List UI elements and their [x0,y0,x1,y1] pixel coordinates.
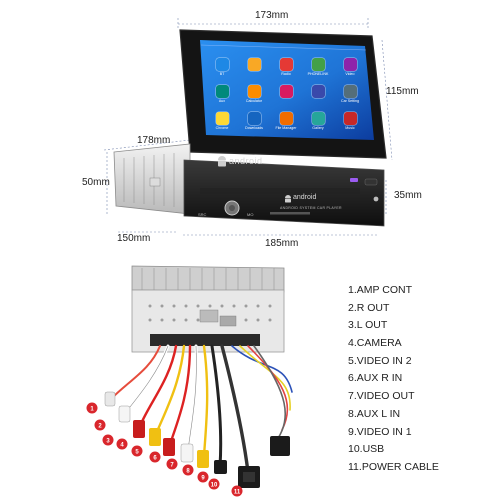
android-logo-icon [218,156,226,167]
marker-8 [182,464,194,476]
connection-markers: 1 2 3 4 5 6 7 8 9 10 11 [86,402,243,497]
marker-3 [102,434,114,446]
marker-9 [197,471,209,483]
app-label: Radio [281,72,291,76]
marker-10 [208,478,220,490]
marker-5 [131,445,143,457]
wiring-harness [111,344,293,474]
app-icon-tile[interactable]: BT [206,56,238,83]
app-icon-tile[interactable]: PHONELINK [302,56,334,83]
android-logo-small-icon [285,195,291,203]
marker-11 [231,485,243,497]
chassis [113,143,191,215]
app-icon-tile[interactable]: Gallery [302,110,334,137]
app-icon-tile[interactable]: Car Setting [334,83,366,110]
app-label: Chrome [215,126,229,130]
legend-item: 9.VIDEO IN 1 [348,425,412,438]
svg-text:7: 7 [170,462,174,468]
app-label: PHONELINK [307,72,329,76]
marker-2 [94,419,106,431]
app-icon-tile[interactable]: Calculator [238,83,270,110]
svg-text:6: 6 [153,455,157,461]
app-icon [343,58,357,71]
android-wordmark: android [229,156,263,166]
svg-text:1: 1 [90,406,94,412]
legend-item: 11.POWER CABLE [348,460,439,473]
button-label-mo: MO [247,212,254,217]
app-icon [279,112,293,125]
legend-item: 5.VIDEO IN 2 [348,354,412,367]
marker-4 [116,438,128,450]
app-icon-tile[interactable]: Downloads [238,110,270,137]
app-icon [247,58,261,71]
app-icon [247,85,261,98]
dim-front-width: 185mm [265,238,299,249]
app-icon-tile[interactable]: Video [334,56,366,83]
app-icon-tile[interactable]: Chrome [206,110,238,137]
app-label: File Manager [275,126,297,130]
legend-item: 2.R OUT [348,301,390,314]
app-icon-tile[interactable]: Aux [206,83,238,110]
marker-1 [86,402,98,414]
app-label: BT [219,72,225,76]
connection-legend: 1.AMP CONT 2.R OUT 3.L OUT 4.CAMERA 5.VI… [348,282,439,477]
app-icon [311,112,325,125]
rca-connectors [104,391,290,488]
app-icon-tile[interactable]: Music [334,110,366,137]
dim-screen-width: 173mm [255,10,289,21]
app-icon [311,85,325,98]
app-icon [215,58,229,71]
app-label: Music [345,126,355,130]
dim-screen-height: 115mm [386,86,419,97]
app-icon [215,112,229,125]
legend-item: 10.USB [348,443,385,456]
svg-text:3: 3 [106,438,110,444]
app-icon [343,112,357,125]
app-icon-tile[interactable] [302,83,334,110]
app-icon [311,58,325,71]
button-label-src: SRC [198,212,207,217]
app-icon-tile[interactable] [238,56,270,83]
app-icon-tile[interactable]: Radio [270,56,302,83]
app-icon [247,112,261,125]
faceplate [183,159,385,227]
marker-7 [166,458,178,470]
app-label: Downloads [245,126,263,130]
app-label: Video [345,72,355,76]
legend-item: 7.VIDEO OUT [348,390,415,403]
app-label: Aux [218,99,226,103]
svg-text:9: 9 [201,475,205,481]
app-icon [279,85,293,98]
app-label: Calculator [245,99,263,103]
app-icon [279,58,293,71]
svg-text:11: 11 [234,489,241,495]
app-icon-tile[interactable]: File Manager [270,110,302,137]
svg-text:10: 10 [211,482,218,488]
legend-item: 1.AMP CONT [348,284,412,296]
legend-item: 3.L OUT [348,319,388,332]
faceplate-subtitle: ANDROID SYSTEM CAR PLAYER [280,206,342,210]
svg-text:2: 2 [98,423,102,429]
svg-text:5: 5 [135,449,139,455]
dim-depth: 178mm [137,135,171,146]
legend-item: 6.AUX R IN [348,372,403,385]
legend-item: 4.CAMERA [348,337,402,350]
dim-unit-width: 150mm [117,233,151,244]
marker-6 [149,451,161,463]
dimension-guides [103,18,393,236]
legend-item: 8.AUX L IN [348,407,401,420]
app-label: Car Setting [341,99,359,103]
svg-text:8: 8 [186,468,190,474]
app-icon [343,85,357,98]
faceplate-brand: android [293,194,317,201]
app-label: Gallery [312,126,324,130]
dim-front-height: 35mm [394,190,422,201]
rear-chassis [131,265,285,353]
dim-unit-height: 50mm [82,177,110,188]
app-icon [215,85,229,98]
app-icon-tile[interactable] [270,83,302,110]
svg-text:4: 4 [120,442,124,448]
